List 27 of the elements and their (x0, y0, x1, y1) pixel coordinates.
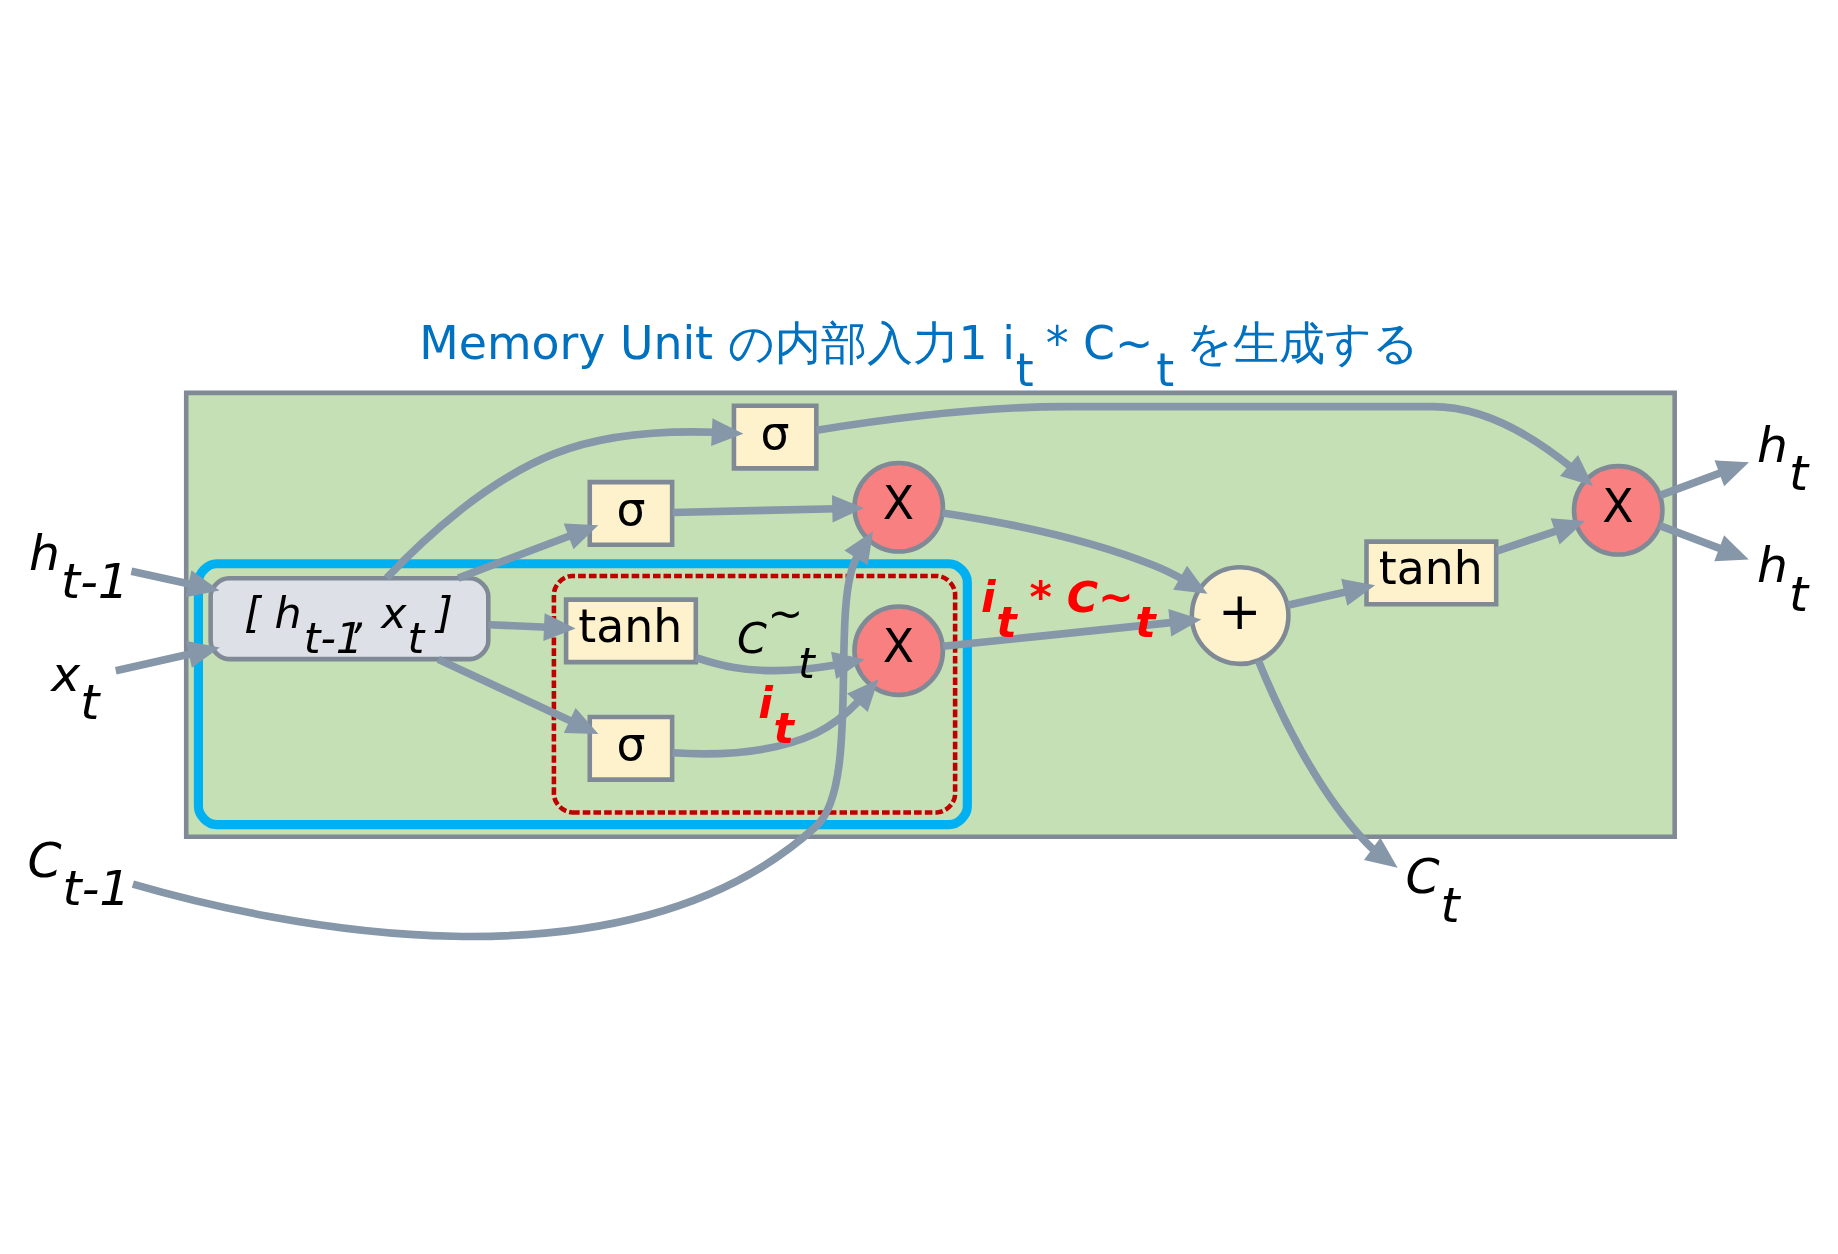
arrow (942, 508, 1208, 594)
cluster (193, 558, 972, 829)
arrow (131, 530, 874, 940)
arrow (1658, 521, 1749, 561)
node-circle: + (1189, 564, 1291, 666)
arrow (672, 678, 879, 758)
arrow (384, 417, 744, 580)
node-circle: X (852, 460, 946, 554)
arrow (672, 494, 864, 523)
node-box: σ (587, 479, 675, 547)
arrow (1286, 578, 1376, 609)
arrow (436, 655, 599, 734)
node-box: tanh (1364, 538, 1499, 606)
arrow (1495, 517, 1586, 555)
arrow (816, 402, 1594, 486)
node-box: σ (731, 403, 819, 471)
node-box: σ (587, 714, 675, 782)
arrow (456, 522, 599, 582)
node-circle: X (852, 603, 946, 697)
arrow (1254, 658, 1398, 868)
arrow (1658, 459, 1749, 499)
node-circle: X (1571, 463, 1665, 557)
arrow (488, 612, 576, 641)
arrow (114, 640, 220, 674)
node-box: tanh (563, 596, 699, 664)
cluster (551, 573, 958, 815)
arrow (130, 567, 220, 597)
